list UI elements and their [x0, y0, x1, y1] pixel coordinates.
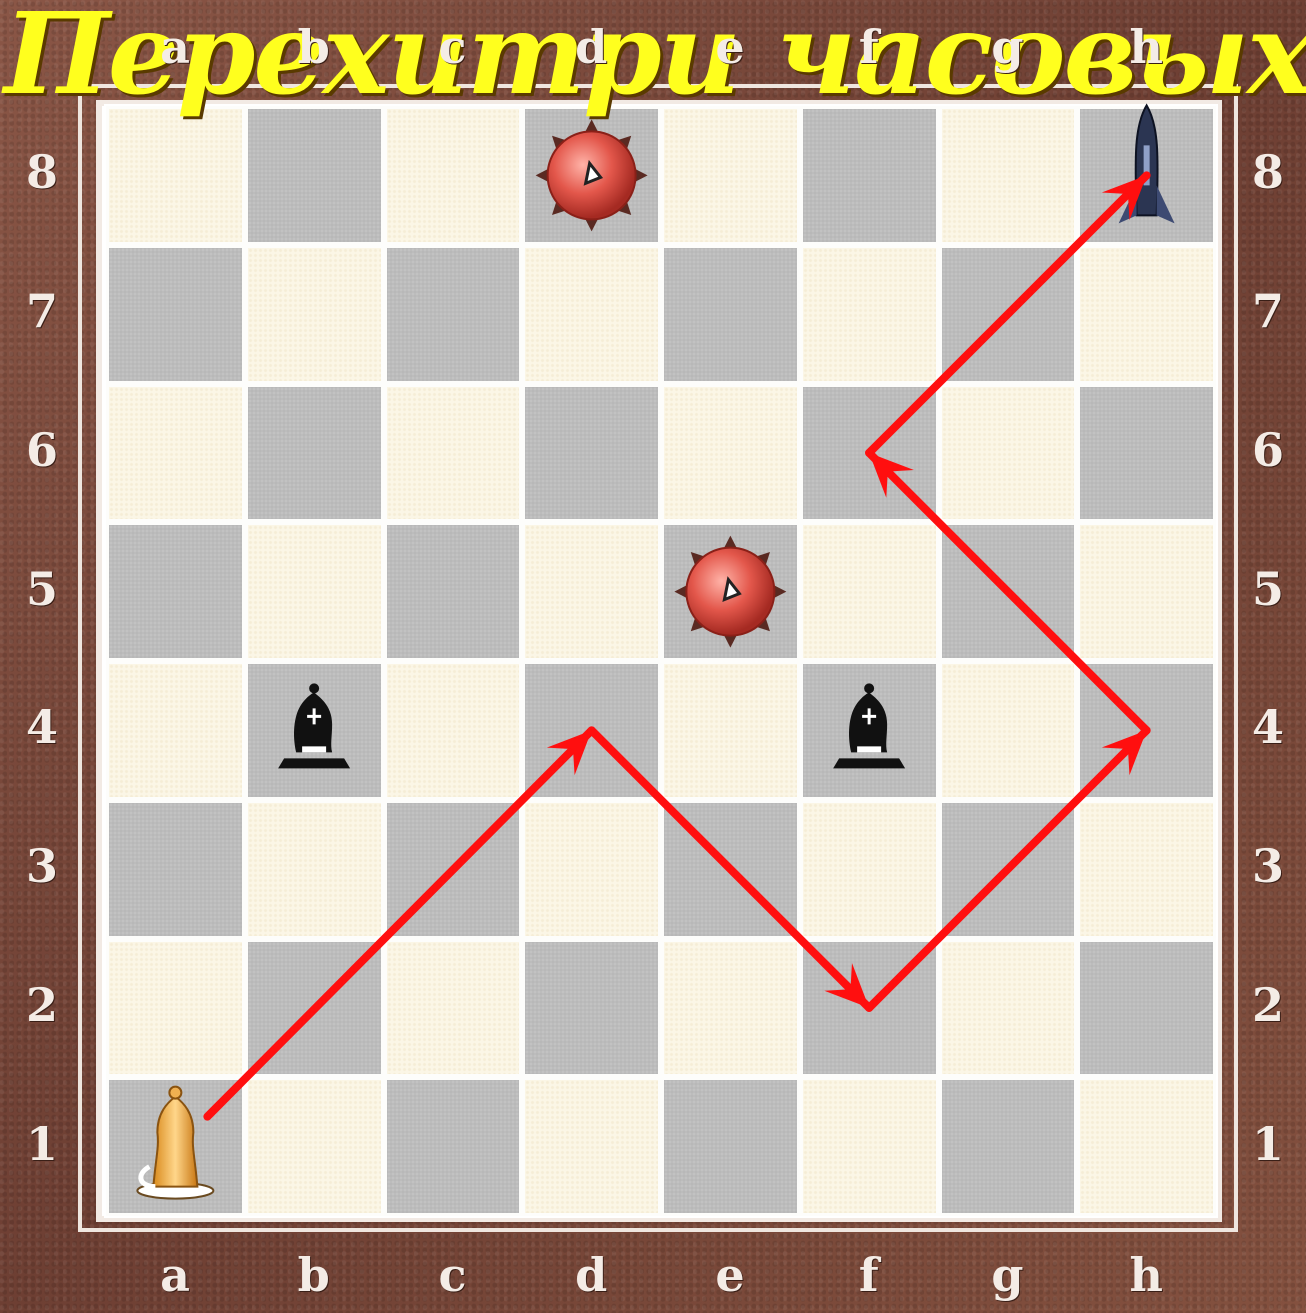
- rank-label-left: 3: [12, 843, 72, 889]
- file-label-top: c: [384, 24, 522, 84]
- rank-label-right: 2: [1238, 982, 1298, 1028]
- white-bishop-a1[interactable]: [137, 1087, 213, 1199]
- file-label-top: b: [245, 24, 383, 84]
- black-bishop-f4[interactable]: [833, 683, 905, 768]
- file-label-bottom: d: [522, 1252, 660, 1312]
- rank-label-right: 5: [1238, 566, 1298, 612]
- file-label-top: a: [106, 24, 244, 84]
- rank-label-left: 5: [12, 566, 72, 612]
- file-label-bottom: c: [384, 1252, 522, 1312]
- mine-e5[interactable]: [674, 536, 786, 648]
- rank-label-right: 6: [1238, 427, 1298, 473]
- rank-label-right: 7: [1238, 288, 1298, 334]
- rank-label-left: 8: [12, 149, 72, 195]
- file-label-bottom: b: [245, 1252, 383, 1312]
- file-label-top: d: [522, 24, 660, 84]
- move-arrow-a1-d4: [207, 730, 591, 1116]
- move-arrow-f2-h4: [869, 730, 1147, 1008]
- file-label-bottom: h: [1077, 1252, 1215, 1312]
- rank-label-right: 4: [1238, 704, 1298, 750]
- file-label-bottom: e: [661, 1252, 799, 1312]
- rank-label-left: 6: [12, 427, 72, 473]
- file-label-top: h: [1077, 24, 1215, 84]
- file-label-bottom: a: [106, 1252, 244, 1312]
- rank-label-left: 7: [12, 288, 72, 334]
- file-label-top: f: [800, 24, 938, 84]
- file-label-bottom: f: [800, 1252, 938, 1312]
- rank-label-right: 1: [1238, 1121, 1298, 1167]
- rank-label-right: 3: [1238, 843, 1298, 889]
- rank-label-right: 8: [1238, 149, 1298, 195]
- move-arrow-f6-h8: [869, 175, 1147, 453]
- mine-d8[interactable]: [536, 119, 648, 231]
- move-arrow-d4-f2: [592, 730, 870, 1008]
- rocket-h8[interactable]: [1119, 105, 1175, 223]
- file-label-top: g: [939, 24, 1077, 84]
- file-label-top: e: [661, 24, 799, 84]
- file-label-bottom: g: [939, 1252, 1077, 1312]
- move-arrow-h4-f6: [869, 453, 1147, 731]
- rank-label-left: 1: [12, 1121, 72, 1167]
- black-bishop-b4[interactable]: [278, 683, 350, 768]
- rank-label-left: 4: [12, 704, 72, 750]
- rank-label-left: 2: [12, 982, 72, 1028]
